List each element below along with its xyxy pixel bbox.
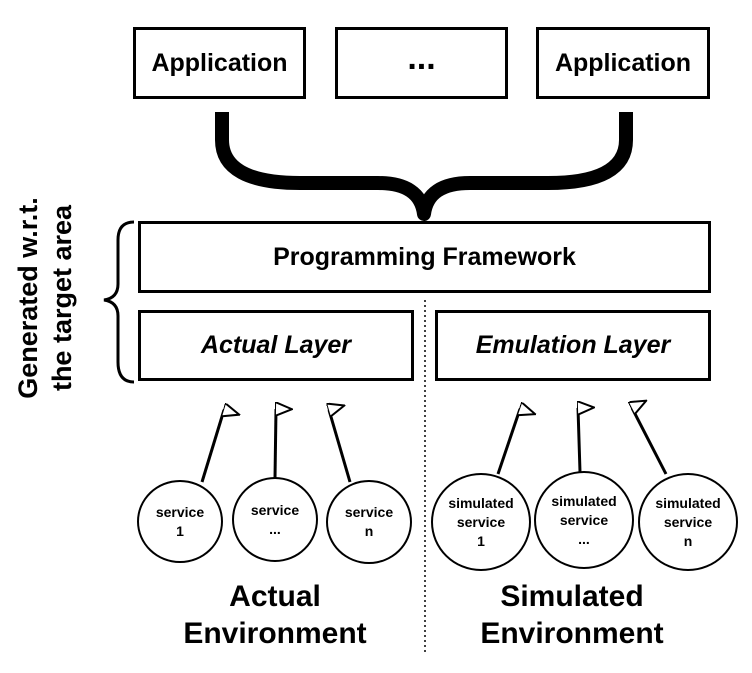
simulated-service-1: simulated service 1	[431, 473, 531, 571]
service-n-line2: n	[364, 523, 374, 539]
actual-environment-label: Actual Environment	[145, 578, 405, 652]
simulated-service-dots: simulated service ...	[534, 471, 634, 569]
service-1: service 1	[137, 480, 223, 563]
top-brace	[215, 112, 633, 221]
arrow-service-n	[329, 410, 352, 483]
simulated-service-1-line3: 1	[477, 532, 485, 549]
side-label-line1: Generated w.r.t.	[13, 197, 43, 399]
application-box-left: Application	[133, 27, 306, 99]
application-label-left: Application	[151, 48, 288, 77]
simulated-service-dots-line2: service	[559, 511, 609, 528]
actual-environment-line2: Environment	[183, 617, 367, 650]
simulated-service-n-line3: n	[683, 532, 693, 549]
service-1-line2: 1	[176, 522, 184, 539]
simulated-service-1-line1: simulated	[448, 494, 514, 511]
simulated-environment-line2: Environment	[480, 617, 664, 650]
service-n: service n	[326, 480, 412, 564]
service-n-line1: service	[344, 504, 394, 520]
actual-layer-box: Actual Layer	[138, 310, 414, 381]
application-label-right: Application	[554, 48, 692, 77]
side-brace	[103, 220, 135, 384]
application-box-right: Application	[536, 27, 710, 99]
service-dots: service ...	[232, 477, 318, 562]
arrow-service-1	[200, 410, 224, 483]
application-label-middle: ...	[407, 39, 436, 77]
service-1-line1: service	[155, 503, 205, 520]
simulated-service-dots-line3: ...	[578, 530, 590, 547]
simulated-service-1-line2: service	[456, 513, 506, 530]
service-dots-line1: service	[250, 501, 300, 518]
simulated-service-n-line2: service	[663, 513, 713, 530]
simulated-service-n-line1: simulated	[655, 494, 721, 511]
arrow-simulated-service-dots	[576, 408, 580, 473]
actual-layer-label: Actual Layer	[200, 331, 352, 359]
side-label-line2: the target area	[47, 204, 77, 392]
emulation-layer-label: Emulation Layer	[475, 331, 671, 359]
actual-environment-line1: Actual	[229, 580, 321, 613]
side-label: Generated w.r.t. the target area	[11, 163, 91, 433]
service-dots-line2: ...	[269, 520, 281, 537]
programming-framework-label: Programming Framework	[273, 242, 576, 271]
simulated-environment-line1: Simulated	[500, 580, 644, 613]
programming-framework-box: Programming Framework	[138, 221, 711, 293]
simulated-environment-label: Simulated Environment	[442, 578, 702, 652]
arrow-simulated-service-n	[632, 408, 668, 475]
application-box-middle: ...	[335, 27, 508, 99]
emulation-layer-box: Emulation Layer	[435, 310, 711, 381]
simulated-service-n: simulated service n	[638, 473, 738, 571]
simulated-service-dots-line1: simulated	[551, 492, 617, 509]
arrow-service-dots	[273, 409, 276, 479]
arrow-simulated-service-1	[496, 409, 520, 475]
